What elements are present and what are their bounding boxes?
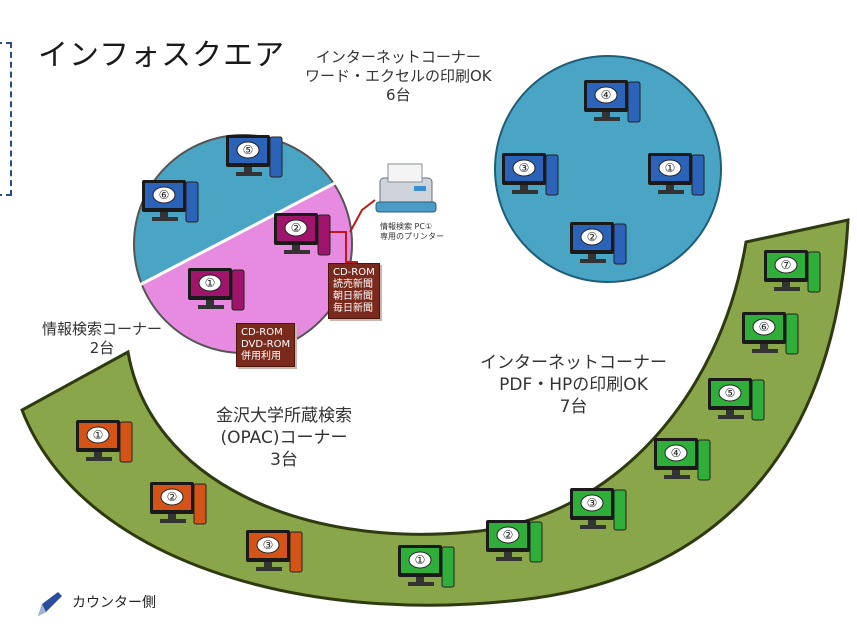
- pc-internet-bottom-4: ④: [654, 438, 711, 481]
- pc-info-search-1: ①: [188, 268, 245, 311]
- internet-bottom-label: インターネットコーナー PDF・HPの印刷OK 7台: [480, 352, 667, 418]
- internet-bottom-sub: PDF・HPの印刷OK: [499, 375, 648, 395]
- internet-bottom-count: 7台: [559, 397, 588, 417]
- pc-internet-top-4-number: ④: [601, 88, 612, 102]
- newspaper-note: CD-ROM 読売新聞 朝日新聞 毎日新聞: [328, 263, 380, 319]
- pc-info-search-5: ⑤: [226, 135, 283, 178]
- internet-top-name: インターネットコーナー: [315, 48, 481, 66]
- pc-opac-1-number: ①: [93, 428, 104, 442]
- pc-opac-2: ②: [150, 482, 207, 525]
- printer-label: 情報検索 PC① 専用のプリンター: [380, 222, 444, 241]
- opac-name: 金沢大学所蔵検索: [216, 406, 352, 426]
- pc-internet-bottom-3: ③: [570, 488, 627, 531]
- pc-internet-bottom-4-number: ④: [671, 446, 682, 460]
- pc-internet-top-4: ④: [584, 80, 641, 123]
- pc-opac-1: ①: [76, 420, 133, 463]
- pc-internet-bottom-6-number: ⑥: [759, 320, 770, 334]
- internet-top-sub: ワード・エクセルの印刷OK: [305, 67, 492, 85]
- pc-info-search-2: ②: [274, 213, 331, 256]
- pc-opac-2-number: ②: [167, 490, 178, 504]
- pc-internet-top-1: ①: [648, 153, 705, 196]
- internet-top-count: 6台: [386, 86, 411, 104]
- pc-internet-bottom-2-number: ②: [503, 528, 514, 542]
- opac-sub: (OPAC)コーナー: [220, 428, 348, 448]
- info-search-label: 情報検索コーナー 2台: [42, 320, 162, 358]
- opac-label: 金沢大学所蔵検索 (OPAC)コーナー 3台: [216, 405, 352, 471]
- pc-internet-bottom-6: ⑥: [742, 312, 799, 355]
- pc-internet-bottom-7-number: ⑦: [781, 258, 792, 272]
- pc-info-search-6-number: ⑥: [159, 188, 170, 202]
- pencil-icon: [38, 592, 62, 616]
- left-dashed-bracket: [0, 42, 12, 196]
- internet-corner-circle: [494, 55, 722, 283]
- cdrom-note: CD-ROM DVD-ROM 併用利用: [236, 323, 296, 367]
- pc-internet-bottom-5-number: ⑤: [725, 386, 736, 400]
- pc-internet-top-3-number: ③: [519, 161, 530, 175]
- internet-bottom-name: インターネットコーナー: [480, 353, 667, 373]
- info-search-count: 2台: [89, 339, 115, 357]
- pc-internet-bottom-3-number: ③: [587, 496, 598, 510]
- printer-icon: [375, 163, 437, 213]
- pc-internet-top-1-number: ①: [665, 161, 676, 175]
- pc-internet-top-2: ②: [570, 222, 627, 265]
- pc-internet-top-2-number: ②: [587, 230, 598, 244]
- pc-internet-bottom-1-number: ①: [415, 553, 426, 567]
- internet-top-label: インターネットコーナー ワード・エクセルの印刷OK 6台: [305, 48, 492, 105]
- info-search-name: 情報検索コーナー: [42, 320, 163, 338]
- pc-info-search-6: ⑥: [142, 180, 199, 223]
- pc-opac-3: ③: [246, 530, 303, 573]
- pc-info-search-5-number: ⑤: [243, 143, 254, 157]
- counter-side-label: カウンター側: [72, 595, 156, 611]
- page-title: インフォスクエア: [38, 38, 286, 73]
- pc-internet-bottom-1: ①: [398, 545, 455, 588]
- internet-opac-track: [20, 218, 850, 607]
- pc-info-search-2-number: ②: [291, 221, 302, 235]
- pc-internet-top-3: ③: [502, 153, 559, 196]
- pc-internet-bottom-7: ⑦: [764, 250, 821, 293]
- pc-internet-bottom-5: ⑤: [708, 378, 765, 421]
- opac-count: 3台: [270, 450, 298, 470]
- pc-info-search-1-number: ①: [205, 276, 216, 290]
- pc-internet-bottom-2: ②: [486, 520, 543, 563]
- pc-opac-3-number: ③: [263, 538, 274, 552]
